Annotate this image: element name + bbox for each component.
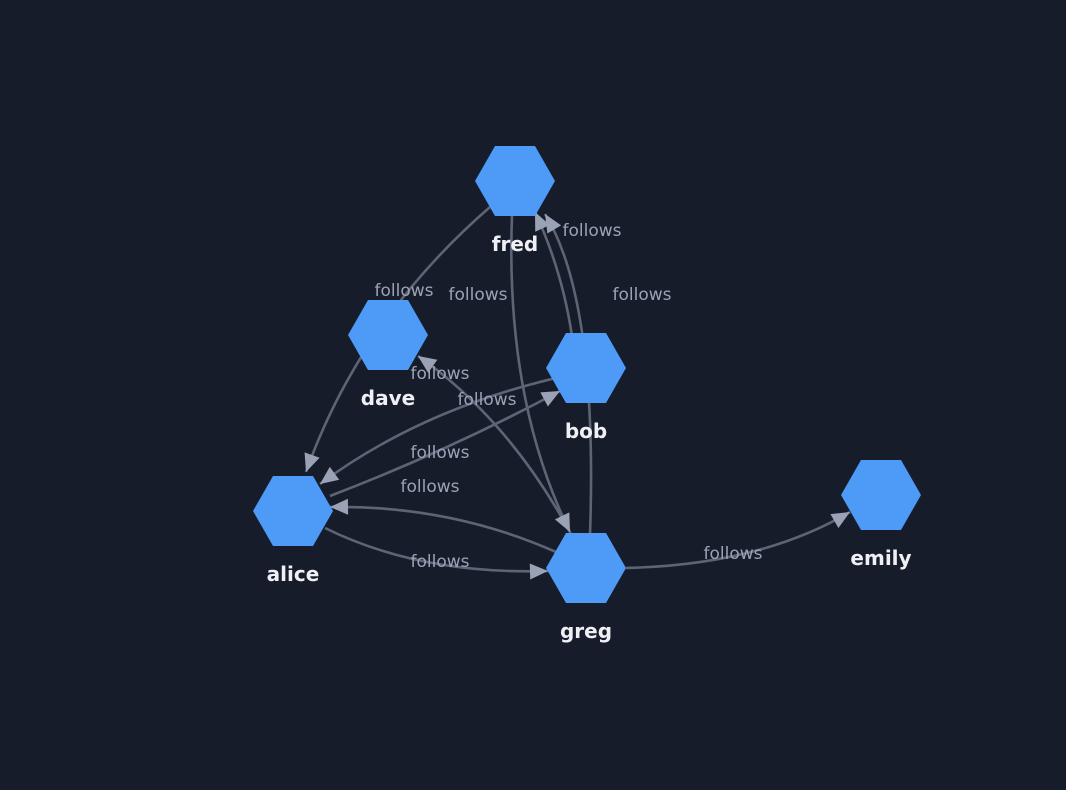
edge-label: follows [411,364,470,384]
hexagon-node-icon[interactable] [546,533,626,603]
edge-greg-to-dave[interactable] [417,354,574,537]
node-greg[interactable]: greg [546,533,626,643]
arrowhead-icon [535,212,550,232]
node-label: bob [565,419,607,443]
hexagon-node-icon[interactable] [348,300,428,370]
nodes-layer: fred dave bob alice greg emily [253,146,921,643]
hexagon-node-icon[interactable] [475,146,555,216]
edge-label: follows [449,285,508,305]
node-label: emily [850,546,911,570]
arrowhead-icon [529,563,548,580]
edge-label: follows [458,390,517,410]
arrowhead-icon [330,498,349,515]
edge-greg-to-alice[interactable] [329,505,557,554]
arrowhead-icon [554,512,570,532]
edge-greg-to-emily[interactable] [625,510,851,570]
node-alice[interactable]: alice [253,476,333,586]
edges-layer [304,206,851,580]
hexagon-node-icon[interactable] [253,476,333,546]
node-label: dave [361,386,415,410]
edge-fred-to-greg[interactable] [510,214,572,533]
node-dave[interactable]: dave [348,300,428,410]
edge-label: follows [563,221,622,241]
node-emily[interactable]: emily [841,460,921,570]
node-label: greg [560,619,612,643]
node-bob[interactable]: bob [546,333,626,443]
edge-label: follows [411,552,470,572]
arrowhead-icon [540,391,560,407]
node-label: alice [267,562,320,586]
edge-label: follows [704,544,763,564]
edge-label: follows [411,443,470,463]
arrowhead-icon [320,466,340,484]
node-fred[interactable]: fred [475,146,555,256]
edge-alice-to-bob[interactable] [329,389,561,498]
edge-label: follows [375,281,434,301]
edge-alice-to-greg[interactable] [324,526,549,573]
edge-label: follows [401,477,460,497]
edge-bob-to-alice[interactable] [319,376,557,486]
hexagon-node-icon[interactable] [841,460,921,530]
node-label: fred [492,232,538,256]
arrowhead-icon [545,214,562,234]
edge-labels-layer: follows follows follows follows follows follo… [375,221,763,572]
hexagon-node-icon[interactable] [546,333,626,403]
edge-label: follows [613,285,672,305]
arrowhead-icon [418,356,438,373]
arrowhead-icon [304,452,320,472]
arrowhead-icon [830,512,850,528]
